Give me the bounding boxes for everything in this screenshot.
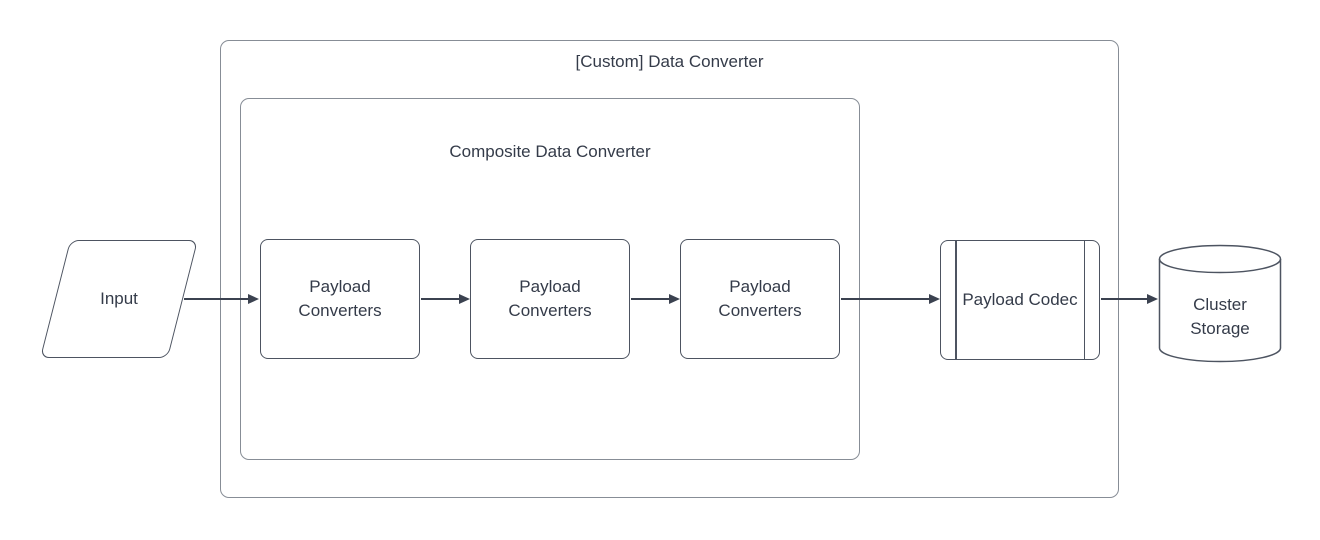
payload-converters-node-1: Payload Converters [260, 239, 420, 359]
cluster-storage-node: Cluster Storage [1158, 244, 1282, 363]
input-label: Input [100, 289, 138, 308]
cluster-storage-label: Cluster Storage [1190, 294, 1250, 338]
arrow-payload-converters-3-to-payload-codec [841, 298, 929, 300]
payload-converters-node-3: Payload Converters [680, 239, 840, 359]
arrow-payload-codec-to-cluster-storage [1101, 298, 1147, 300]
arrow-payload-converters-2-to-3 [631, 298, 669, 300]
codec-right-bar [1083, 241, 1085, 359]
payload-codec-label: Payload Codec [962, 290, 1078, 309]
payload-converters-node-2: Payload Converters [470, 239, 630, 359]
payload-codec-node: Payload Codec [940, 240, 1100, 360]
payload-converters-label-1: Payload Converters [298, 277, 382, 320]
custom-data-converter-container [220, 40, 1119, 498]
composite-data-converter-title: Composite Data Converter [449, 142, 651, 161]
arrow-input-to-payload-converters-1 [184, 298, 248, 300]
composite-data-converter-container [240, 98, 860, 460]
input-node: Input [39, 240, 199, 358]
codec-left-bar [955, 241, 957, 359]
payload-converters-label-3: Payload Converters [718, 277, 802, 320]
cylinder-icon [1158, 244, 1282, 363]
arrow-payload-converters-1-to-2 [421, 298, 459, 300]
custom-data-converter-title: [Custom] Data Converter [575, 52, 764, 71]
payload-converters-label-2: Payload Converters [508, 277, 592, 320]
